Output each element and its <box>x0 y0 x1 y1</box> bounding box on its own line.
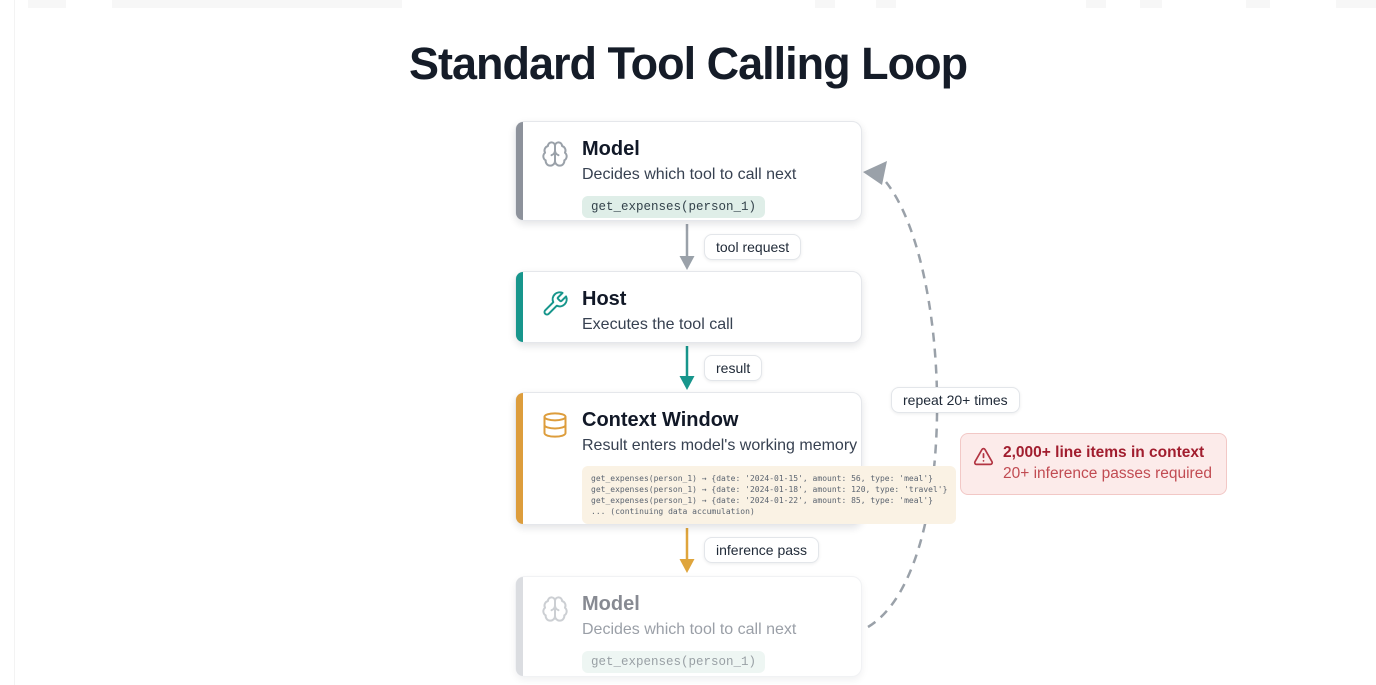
browser-chrome-remnant <box>1336 0 1376 8</box>
arrow-result <box>679 346 695 390</box>
node-title: Model <box>582 593 640 615</box>
browser-chrome-remnant <box>1086 0 1106 8</box>
context-log-line: get_expenses(person_1) → {date: '2024-01… <box>591 473 933 483</box>
model-accent-bar <box>516 122 523 220</box>
context-log-line: get_expenses(person_1) → {date: '2024-01… <box>591 484 948 494</box>
brain-icon <box>541 595 569 623</box>
context-accent-bar <box>516 393 523 524</box>
browser-chrome-remnant <box>28 0 66 8</box>
context-log-line: get_expenses(person_1) → {date: '2024-01… <box>591 495 933 505</box>
alert-triangle-icon <box>973 446 994 467</box>
page-title: Standard Tool Calling Loop <box>408 38 968 89</box>
warning-line-1: 2,000+ line items in context <box>1003 444 1205 461</box>
browser-chrome-remnant <box>876 0 896 8</box>
edge-label-tool-request: tool request <box>704 234 802 260</box>
edge-label-repeat: repeat 20+ times <box>891 387 1020 413</box>
node-host: Host Executes the tool call <box>515 271 862 343</box>
wrench-icon <box>541 290 569 318</box>
browser-chrome-remnant <box>1140 0 1162 8</box>
node-model-bottom-faded: Model Decides which tool to call next ge… <box>515 576 862 677</box>
browser-chrome-remnant <box>112 0 402 8</box>
node-subtitle: Decides which tool to call next <box>582 166 797 183</box>
arrow-inference-pass <box>679 528 695 573</box>
node-context-window: Context Window Result enters model's wor… <box>515 392 957 525</box>
edge-label-result: result <box>704 355 763 381</box>
node-subtitle: Result enters model's working memory <box>582 437 858 454</box>
warning-callout: 2,000+ line items in context 20+ inferen… <box>960 433 1227 495</box>
node-title: Model <box>582 138 640 160</box>
model-accent-bar <box>516 577 523 676</box>
tool-call-chip: get_expenses(person_1) <box>582 195 766 218</box>
database-icon <box>541 411 569 439</box>
edge-label-inference-pass: inference pass <box>704 537 820 563</box>
context-log-line: ... (continuing data accumulation) <box>591 506 755 516</box>
browser-chrome-remnant <box>815 0 835 8</box>
host-accent-bar <box>516 272 523 342</box>
browser-chrome-remnant <box>1246 0 1270 8</box>
node-model-top: Model Decides which tool to call next ge… <box>515 121 862 221</box>
node-title: Context Window <box>582 409 739 431</box>
context-log: get_expenses(person_1) → {date: '2024-01… <box>582 465 957 524</box>
tool-call-chip: get_expenses(person_1) <box>582 650 766 673</box>
node-subtitle: Decides which tool to call next <box>582 621 797 638</box>
left-hairline <box>14 0 15 685</box>
node-subtitle: Executes the tool call <box>582 316 734 333</box>
warning-line-2: 20+ inference passes required <box>1003 464 1212 482</box>
node-title: Host <box>582 288 627 310</box>
brain-icon <box>541 140 569 168</box>
arrow-tool-request <box>679 224 695 270</box>
